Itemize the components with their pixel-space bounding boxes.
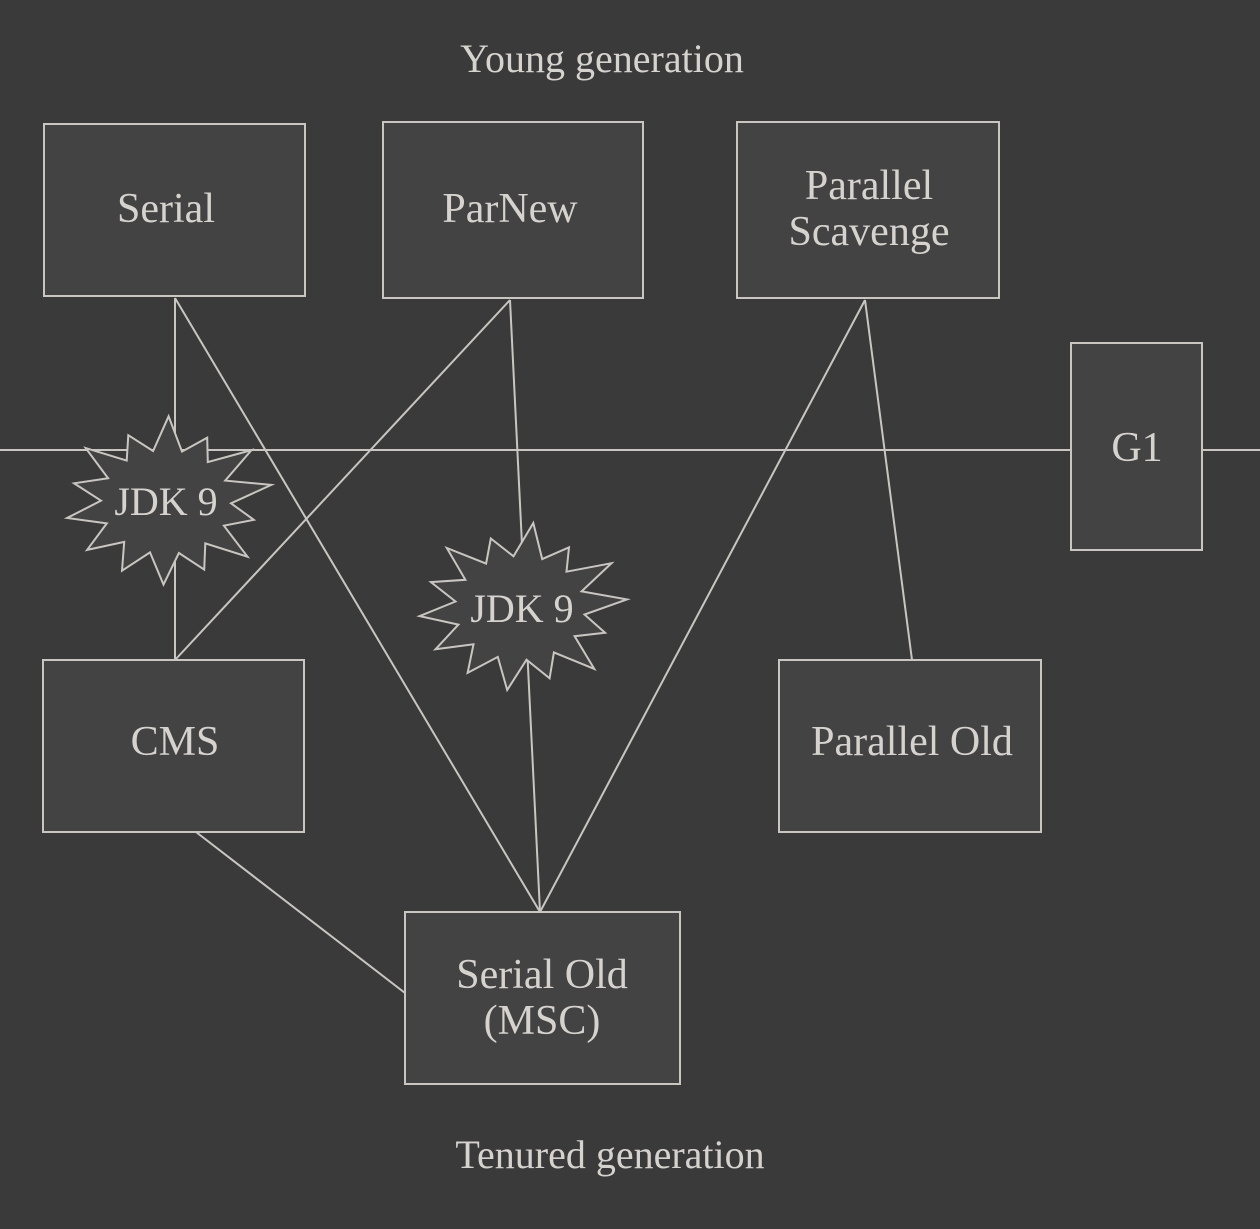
parallel-old-box <box>778 659 1042 833</box>
parnew-box <box>382 121 644 299</box>
parallel-scavenge-label-line1: Parallel <box>805 163 933 209</box>
young-generation-label: Young generation <box>460 36 744 81</box>
text-layer: Young generation Tenured generation Seri… <box>114 36 1162 1177</box>
tenured-generation-label: Tenured generation <box>455 1132 764 1177</box>
jdk9-starburst-left <box>63 413 276 588</box>
g1-label: G1 <box>1111 425 1162 471</box>
parallel-scavenge-box <box>736 121 1000 299</box>
jdk9-badge-left-label: JDK 9 <box>114 479 217 524</box>
serial-label: Serial <box>117 186 215 232</box>
cms-label: CMS <box>131 719 220 765</box>
cms-box <box>42 659 305 833</box>
collector-boxes <box>42 121 1203 1085</box>
serial-old-box <box>404 911 681 1085</box>
jdk9-badge-center-label: JDK 9 <box>470 586 573 631</box>
link-parallel-scavenge-serial-old <box>539 299 866 913</box>
parallel-old-label: Parallel Old <box>811 719 1013 765</box>
g1-box <box>1070 342 1203 551</box>
parallel-scavenge-label-line2: Scavenge <box>789 209 950 255</box>
link-cms-serial-old <box>195 831 406 994</box>
link-parnew-cms <box>174 299 511 661</box>
serial-box <box>43 123 306 297</box>
parnew-label: ParNew <box>442 186 578 232</box>
link-parallel-scavenge-parallel-old <box>864 299 913 661</box>
jdk9-starburst-center <box>416 520 631 693</box>
serial-old-label-line1: Serial Old <box>456 952 627 998</box>
serial-old-label-line2: (MSC) <box>484 998 601 1044</box>
link-serial-serial-old <box>174 297 541 913</box>
